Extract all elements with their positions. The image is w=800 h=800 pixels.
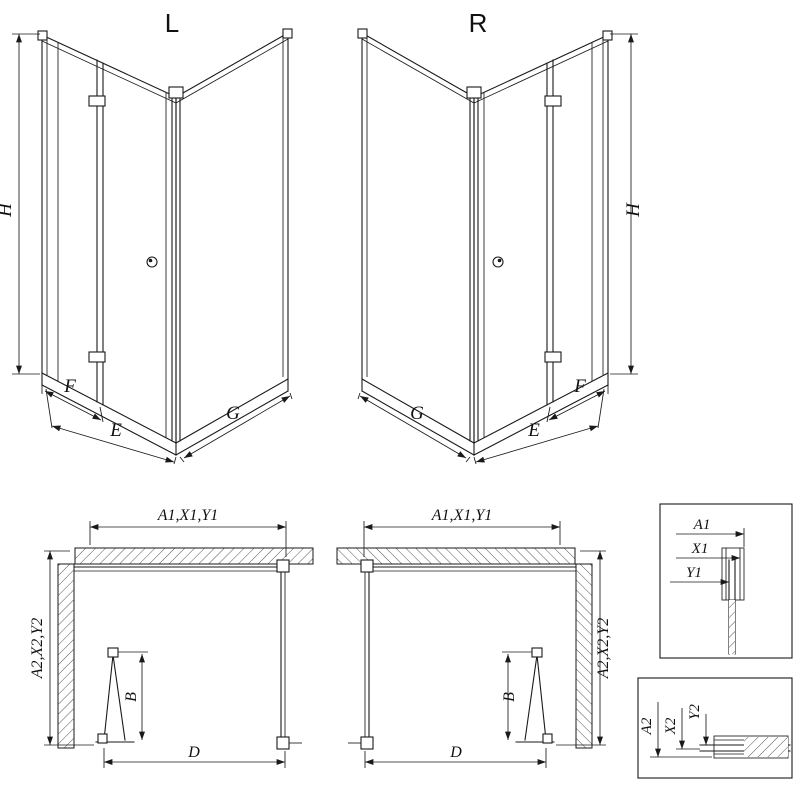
dim-label-y2-detail: Y2 bbox=[687, 704, 703, 720]
dim-label-a2-detail: A2 bbox=[639, 717, 655, 735]
detail-view-bottom: A2 X2 Y2 bbox=[637, 677, 793, 779]
dim-label-d-right: D bbox=[449, 744, 462, 761]
plan-view-left: A1,X1,Y1 A2,X2,Y2 B D bbox=[29, 507, 313, 768]
variant-title-right: R bbox=[469, 8, 488, 38]
perspective-view-left: L H F E G bbox=[0, 8, 292, 464]
dim-label-e-right: E bbox=[527, 420, 540, 441]
perspective-view-right: R H F E G bbox=[358, 8, 644, 464]
dim-label-a1-detail: A1 bbox=[693, 517, 711, 533]
plan-right-geometry bbox=[337, 521, 606, 768]
dim-label-f-right: F bbox=[573, 376, 586, 397]
dim-label-f-left: F bbox=[63, 376, 76, 397]
dim-label-width-right: A1,X1,Y1 bbox=[431, 507, 492, 524]
detail-bottom-frame bbox=[637, 677, 793, 779]
perspective-left-geometry bbox=[12, 29, 292, 464]
dim-label-h-left: H bbox=[0, 202, 16, 218]
detail-view-top: A1 X1 Y1 bbox=[659, 503, 793, 659]
variant-title-left: L bbox=[165, 8, 179, 38]
dim-label-depth-left: A2,X2,Y2 bbox=[29, 618, 46, 679]
plan-left-geometry bbox=[44, 521, 313, 768]
dim-label-width-left: A1,X1,Y1 bbox=[157, 507, 218, 524]
dim-label-y1-detail: Y1 bbox=[686, 565, 702, 581]
plan-view-right: A1,X1,Y1 A2,X2,Y2 B D bbox=[337, 507, 612, 768]
dim-label-x1-detail: X1 bbox=[691, 541, 709, 557]
perspective-right-geometry bbox=[358, 29, 638, 464]
dim-label-h-right: H bbox=[623, 202, 644, 218]
dim-label-g-right: G bbox=[410, 403, 424, 424]
dim-label-d-left: D bbox=[187, 744, 200, 761]
dim-label-b-right: B bbox=[501, 692, 518, 702]
dim-label-g-left: G bbox=[226, 403, 240, 424]
dim-label-x2-detail: X2 bbox=[663, 717, 679, 735]
dim-label-b-left: B bbox=[123, 692, 140, 702]
dim-label-e-left: E bbox=[109, 420, 122, 441]
dim-label-depth-right: A2,X2,Y2 bbox=[595, 618, 612, 679]
